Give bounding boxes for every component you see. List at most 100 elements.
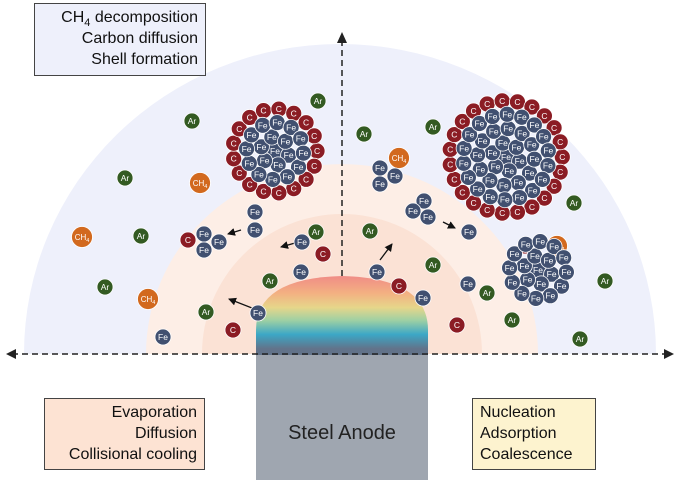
svg-text:Fe: Fe — [280, 136, 290, 146]
carbon-atom: C — [465, 194, 482, 212]
svg-text:C: C — [276, 188, 282, 198]
svg-text:Fe: Fe — [298, 148, 308, 158]
svg-text:Fe: Fe — [260, 156, 270, 166]
svg-text:Fe: Fe — [515, 156, 525, 166]
carbon-atom: C — [225, 150, 243, 168]
svg-text:Fe: Fe — [505, 263, 515, 273]
fe-atom: Fe — [498, 105, 516, 123]
fe-atom: Fe — [250, 166, 268, 183]
svg-text:Fe: Fe — [523, 275, 533, 285]
fe-atom: Fe — [386, 167, 404, 185]
svg-text:Fe: Fe — [250, 225, 260, 235]
svg-text:Fe: Fe — [487, 148, 497, 158]
argon-atom: Ar — [424, 118, 442, 136]
fe-atom: Fe — [295, 144, 312, 162]
carbon-atom: C — [551, 133, 569, 151]
svg-text:CH4: CH4 — [392, 154, 407, 165]
fe-atom: Fe — [278, 168, 296, 186]
svg-text:C: C — [541, 193, 547, 203]
svg-text:Fe: Fe — [485, 176, 495, 186]
fe-atom: Fe — [481, 188, 499, 206]
fe-atom: Fe — [485, 122, 503, 140]
fe-atom: Fe — [513, 285, 531, 302]
fe-atom: Fe — [415, 192, 433, 210]
fe-atom: Fe — [555, 249, 573, 267]
fe-atom: Fe — [517, 235, 535, 253]
box-right-line3: Coalescence — [480, 446, 573, 463]
svg-text:C: C — [470, 198, 476, 208]
carbon-atom: C — [536, 189, 553, 207]
svg-text:C: C — [231, 154, 237, 164]
svg-text:C: C — [276, 104, 282, 114]
svg-text:Fe: Fe — [199, 245, 209, 255]
svg-text:C: C — [311, 131, 317, 141]
svg-text:Fe: Fe — [511, 142, 521, 152]
fe-atom: Fe — [525, 116, 543, 134]
fe-atom: Fe — [526, 150, 543, 168]
svg-text:C: C — [514, 207, 520, 217]
svg-text:C: C — [514, 97, 520, 107]
svg-text:C: C — [484, 205, 490, 215]
svg-text:Fe: Fe — [268, 174, 278, 184]
fe-atom: Fe — [524, 182, 541, 199]
svg-text:Fe: Fe — [244, 158, 254, 168]
svg-text:C: C — [260, 106, 266, 116]
svg-text:Fe: Fe — [273, 160, 283, 170]
box-left-line3: Collisional cooling — [68, 446, 197, 463]
fe-atom: Fe — [471, 115, 488, 132]
svg-text:C: C — [396, 281, 402, 291]
svg-text:Fe: Fe — [296, 134, 306, 144]
svg-text:Fe: Fe — [529, 154, 539, 164]
svg-text:Fe: Fe — [286, 122, 296, 132]
svg-text:Fe: Fe — [530, 251, 540, 261]
fe-atom: Fe — [404, 202, 422, 220]
svg-text:C: C — [311, 161, 317, 171]
svg-text:C: C — [230, 325, 236, 335]
svg-text:Fe: Fe — [267, 132, 277, 142]
svg-text:Ar: Ar — [121, 173, 130, 183]
carbon-atom: C — [390, 277, 408, 295]
svg-text:C: C — [451, 174, 457, 184]
svg-text:Fe: Fe — [473, 150, 483, 160]
fe-atom: Fe — [558, 263, 575, 281]
svg-text:Ar: Ar — [483, 288, 492, 298]
svg-text:Ar: Ar — [366, 226, 375, 236]
svg-text:C: C — [291, 108, 297, 118]
svg-text:Fe: Fe — [459, 143, 469, 153]
svg-text:C: C — [541, 111, 547, 121]
fe-atom: Fe — [210, 233, 228, 251]
svg-text:Fe: Fe — [242, 144, 252, 154]
svg-text:Ar: Ar — [314, 96, 323, 106]
fe-atom: Fe — [263, 128, 281, 146]
svg-text:Fe: Fe — [253, 308, 263, 318]
svg-text:Fe: Fe — [284, 150, 294, 160]
svg-text:C: C — [454, 320, 460, 330]
carbon-atom: C — [179, 231, 197, 249]
svg-text:Fe: Fe — [503, 124, 513, 134]
svg-text:Fe: Fe — [535, 237, 545, 247]
svg-text:Fe: Fe — [500, 195, 510, 205]
methane-molecule: CH4 — [189, 172, 211, 194]
fe-atom: Fe — [535, 128, 552, 146]
svg-text:Fe: Fe — [557, 281, 567, 291]
argon-atom: Ar — [571, 330, 589, 348]
svg-text:Ar: Ar — [101, 282, 110, 292]
box-left-line2: Diffusion — [135, 425, 197, 442]
argon-atom: Ar — [565, 194, 583, 212]
svg-text:C: C — [247, 112, 253, 122]
svg-text:Fe: Fe — [489, 126, 499, 136]
fe-atom: Fe — [195, 225, 213, 243]
svg-text:Fe: Fe — [464, 227, 474, 237]
fe-atom: Fe — [195, 241, 213, 259]
carbon-atom: C — [445, 171, 463, 188]
svg-text:Ar: Ar — [312, 227, 321, 237]
svg-text:Fe: Fe — [545, 291, 555, 301]
fe-atom: Fe — [246, 221, 264, 239]
svg-text:Fe: Fe — [158, 332, 168, 342]
box-right-line1: Nucleation — [480, 404, 556, 421]
carbon-atom: C — [523, 98, 541, 116]
svg-text:Fe: Fe — [507, 277, 517, 287]
svg-text:Fe: Fe — [529, 120, 539, 130]
